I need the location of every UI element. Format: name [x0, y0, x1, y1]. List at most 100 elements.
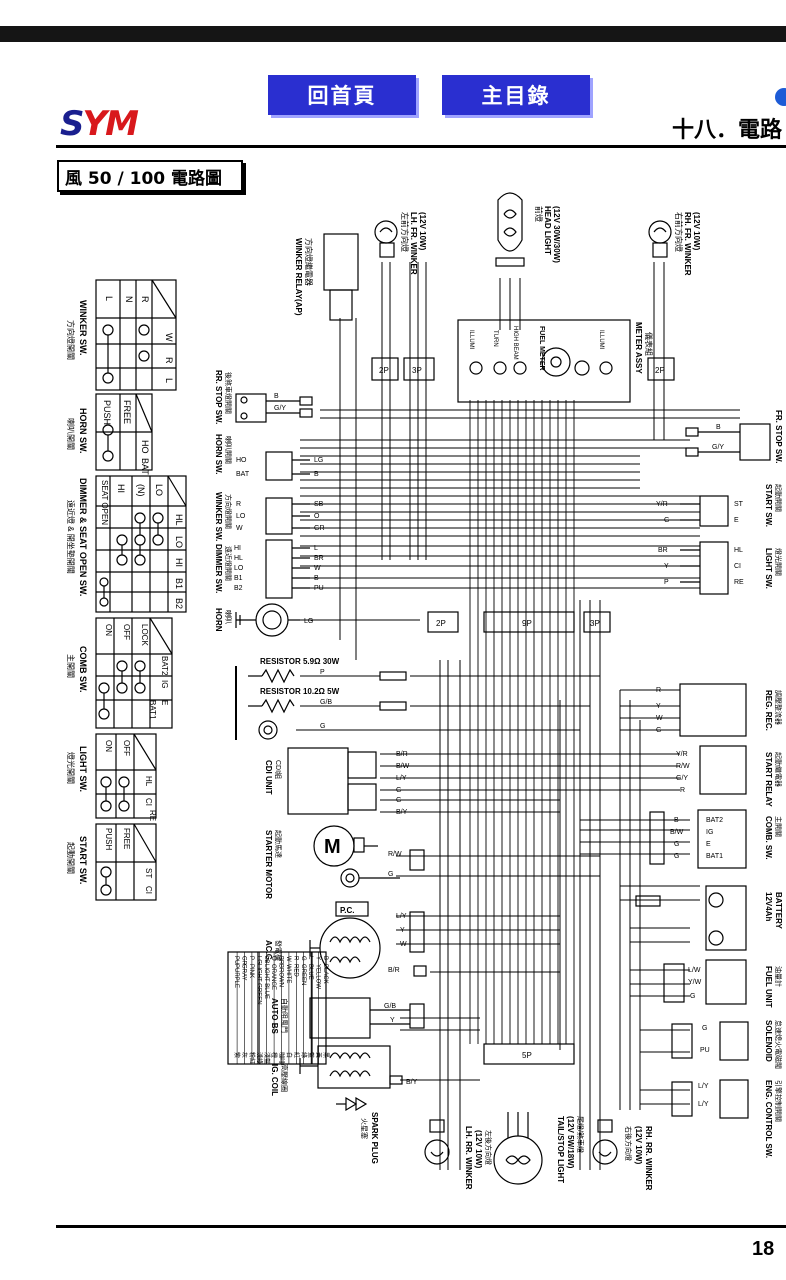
dimmer-sw-zh: 遠近燈開關	[224, 546, 233, 581]
svg-text:B/R: B/R	[388, 967, 400, 974]
svg-text:B: B	[314, 575, 319, 582]
light-sw-col-hl: HL	[144, 776, 153, 787]
dimmer-sw-table: HL LO HI B1 B2 LO (N) HI SEAT OPEN DIMME…	[66, 475, 187, 613]
legend-color-name: LIGHT BLUE	[263, 964, 269, 999]
svg-text:G/B: G/B	[384, 1003, 396, 1010]
legend-code: LB	[263, 956, 269, 963]
legend-color-zh: 橙	[270, 1052, 278, 1058]
legend-color-zh: 粉紅	[248, 1052, 256, 1064]
svg-text:O: O	[314, 513, 320, 520]
svg-text:W: W	[314, 565, 321, 572]
svg-text:P: P	[320, 669, 325, 676]
starter-motor-label: STARTER MOTOR	[264, 830, 273, 899]
fuel-meter-label: FUEL METER	[538, 326, 545, 371]
svg-text:Y: Y	[664, 563, 669, 570]
fr-stop-sw-label: FR. STOP SW.	[774, 410, 783, 464]
battery-spec: 12V4Ah	[764, 892, 773, 921]
connector-2p-front-right: 2P	[647, 357, 675, 381]
page-title: 風 50 / 100 電路圖	[57, 160, 243, 192]
svg-text:GR: GR	[314, 525, 325, 532]
svg-text:W: W	[400, 941, 407, 948]
reg-rec: R Y W G REG. REC. 調壓整流器	[656, 683, 783, 737]
dimmer-sw-row-seat-open: SEAT OPEN	[100, 480, 109, 525]
switch-tables: W R L R N L WINKER SW. 方向燈開關 HO BAT FREE…	[66, 279, 187, 901]
winker-sw-table: W R L R N L WINKER SW. 方向燈開關	[66, 279, 177, 391]
svg-text:BR: BR	[314, 555, 324, 562]
connector-2p-front-left: 2P	[371, 357, 399, 381]
svg-text:R/W: R/W	[388, 851, 402, 858]
rh-rr-winker-spec: (12V 10W)	[634, 1126, 643, 1165]
rh-rr-winker-zh: 右後方向燈	[624, 1126, 633, 1161]
svg-text:ST: ST	[734, 501, 744, 508]
spark-plug-label: SPARK PLUG	[370, 1112, 379, 1164]
cdi-unit: B/R B/W L/Y G G B/Y CDI UNIT CDI組	[264, 747, 410, 816]
eng-control-sw: L/Y L/Y ENG. CONTROL SW. 引擎控制開關	[671, 1079, 783, 1158]
light-sw-row-on: ON	[104, 740, 113, 752]
dimmer-sw-label: DIMMER SW.	[214, 544, 223, 593]
start-relay-label: START RELAY	[764, 752, 773, 807]
connector-9p-mid: 9P	[483, 611, 575, 633]
connector-2p-mid: 2P	[427, 611, 459, 633]
svg-text:G: G	[690, 993, 695, 1000]
comb-sw-label: COMB. SW.	[764, 816, 773, 860]
winker-sw-row-n: N	[124, 296, 134, 303]
home-button[interactable]: 回首頁	[268, 75, 416, 115]
color-legend: BBLACK黑YYELLOW黃LBLUE藍GGREEN綠RRED紅WWHITE白…	[227, 951, 329, 1065]
comb-sw-row-lock: LOCK	[140, 624, 149, 646]
ground-lug: G	[258, 720, 325, 740]
lh-fr-winker-label: LH. FR. WINKER	[409, 212, 418, 275]
fuel-unit-zh: 油量計	[774, 966, 783, 987]
svg-text:G: G	[674, 853, 679, 860]
start-sw-col-st: ST	[144, 868, 153, 878]
spark-plug-zh: 火星塞	[360, 1118, 369, 1139]
legend-color-zh: 淺綠	[255, 1052, 263, 1064]
svg-text:3P: 3P	[590, 619, 600, 628]
reg-rec-label: REG. REC.	[764, 690, 773, 731]
rr-stop-sw-zh: 後煞車燈開關	[224, 372, 233, 414]
winker-sw-col-l: L	[164, 378, 174, 383]
light-sw: BR Y P HL CI RE LIGHT SW. 燈光開關	[658, 541, 783, 595]
horn-sw-col-ho: HO	[140, 440, 150, 454]
svg-text:PU: PU	[700, 1047, 710, 1054]
svg-text:HL: HL	[734, 547, 743, 554]
svg-text:Y: Y	[656, 703, 661, 710]
comb-sw-row-on: ON	[104, 624, 113, 636]
legend-color-zh: 淺藍	[263, 1052, 271, 1064]
winker-sw-zh: 方向燈開關	[224, 494, 233, 529]
svg-text:B/W: B/W	[670, 829, 684, 836]
start-relay: Y/R R/W G/Y R START RELAY 起動繼電器	[676, 745, 783, 807]
dimmer-sw-col-lo: LO	[174, 536, 184, 548]
legend-code: LG	[255, 956, 261, 964]
legend-color-name: YELLOW	[315, 964, 321, 989]
head-light-spec: (12V 30W/30W)	[552, 206, 561, 263]
svg-text:E: E	[706, 841, 711, 848]
svg-text:SB: SB	[314, 501, 324, 508]
svg-text:BAT2: BAT2	[706, 817, 723, 824]
meter-bulb-illumi-1: ILLUMI	[468, 330, 474, 350]
winker-sw-row-l: L	[104, 296, 114, 301]
svg-text:E: E	[734, 517, 739, 524]
winker-sw-col-r: R	[164, 357, 174, 364]
cdi-unit-label: CDI UNIT	[264, 760, 273, 795]
svg-text:Y/R: Y/R	[676, 751, 688, 758]
svg-text:G: G	[664, 517, 669, 524]
light-sw-col-re: RE	[148, 810, 157, 821]
wire-harness	[296, 262, 740, 1170]
meter-assy-zh: 儀表組	[644, 332, 654, 356]
horn-zh: 喇叭	[224, 610, 233, 624]
legend-color-zh: 藍	[307, 1052, 315, 1058]
pulser-coil-label: P.C.	[340, 906, 355, 915]
svg-text:HI: HI	[234, 545, 241, 552]
legend-color-zh: 黃	[315, 1052, 323, 1058]
resistor-10-2: RESISTOR 10.2Ω 5W G/B	[248, 687, 407, 714]
svg-text:LO: LO	[236, 513, 246, 520]
rh-fr-winker-zh: 右前方向燈	[674, 212, 684, 252]
dimmer-sw-col-b2: B2	[174, 598, 184, 609]
legend-code: B	[322, 956, 328, 960]
table-of-contents-button[interactable]: 主目錄	[442, 75, 590, 115]
svg-text:L/W: L/W	[688, 967, 701, 974]
legend-color-zh: 咖啡	[278, 1052, 286, 1064]
svg-text:W: W	[656, 715, 663, 722]
winker-relay-label: WINKER RELAY(AP)	[294, 238, 303, 316]
chapter-title: 十八．電路	[672, 118, 783, 143]
